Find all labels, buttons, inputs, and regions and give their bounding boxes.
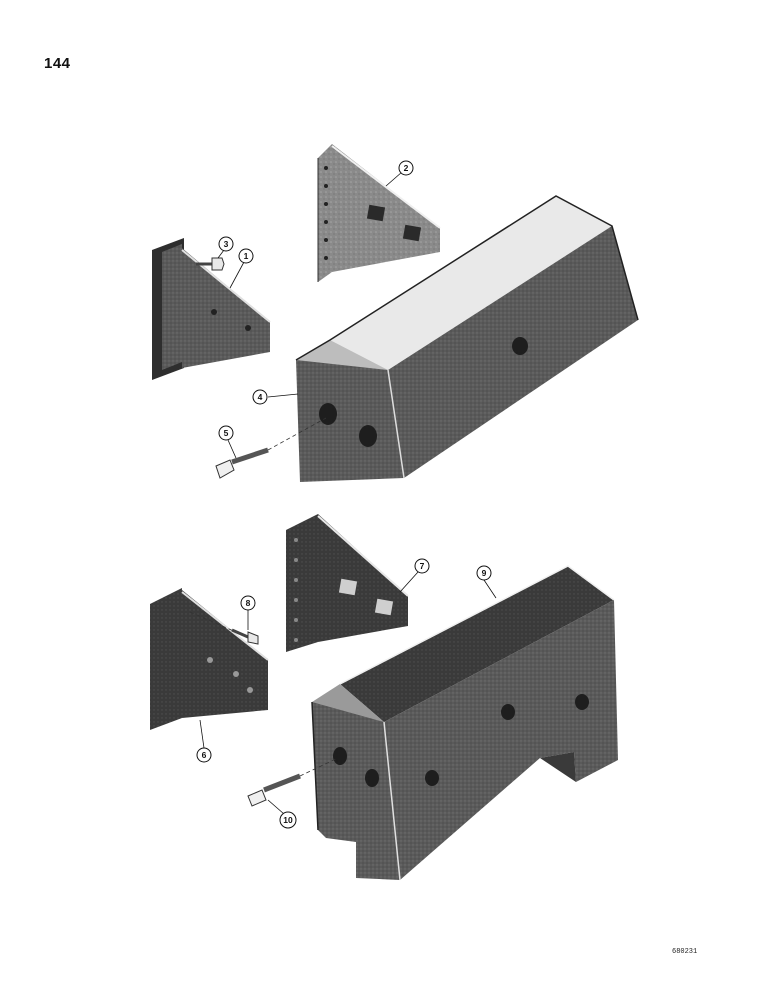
bracket-part-7 <box>286 514 409 652</box>
bracket-part-1 <box>152 238 271 380</box>
callout-3: 3 <box>217 236 234 259</box>
reference-code: 680231 <box>672 948 698 956</box>
callout-label-8: 8 <box>246 598 251 608</box>
callout-9: 9 <box>476 565 497 599</box>
callout-2: 2 <box>385 160 414 187</box>
callout-6: 6 <box>196 719 212 763</box>
callout-label-1: 1 <box>244 251 249 261</box>
callout-8: 8 <box>240 595 256 630</box>
callout-7: 7 <box>399 558 430 593</box>
counterweight-part-9 <box>311 565 618 881</box>
bolt-part-5 <box>215 417 327 479</box>
callout-5: 5 <box>218 425 237 459</box>
page-number: 144 <box>44 55 71 72</box>
callout-label-7: 7 <box>420 561 425 571</box>
bolt-part-3 <box>196 257 225 271</box>
callout-1: 1 <box>229 248 254 289</box>
counterweight-part-4 <box>295 195 639 482</box>
callout-label-10: 10 <box>283 815 293 825</box>
callout-4: 4 <box>252 389 299 405</box>
bracket-part-2 <box>317 144 441 282</box>
callout-label-2: 2 <box>404 163 409 173</box>
callout-label-6: 6 <box>202 750 207 760</box>
callout-label-4: 4 <box>258 392 263 402</box>
bolt-part-10 <box>247 757 339 807</box>
bracket-part-6 <box>150 588 269 730</box>
callout-10: 10 <box>267 799 297 829</box>
callout-label-5: 5 <box>224 428 229 438</box>
bolt-part-8 <box>189 611 259 645</box>
callout-label-3: 3 <box>224 239 229 249</box>
callout-label-9: 9 <box>482 568 487 578</box>
